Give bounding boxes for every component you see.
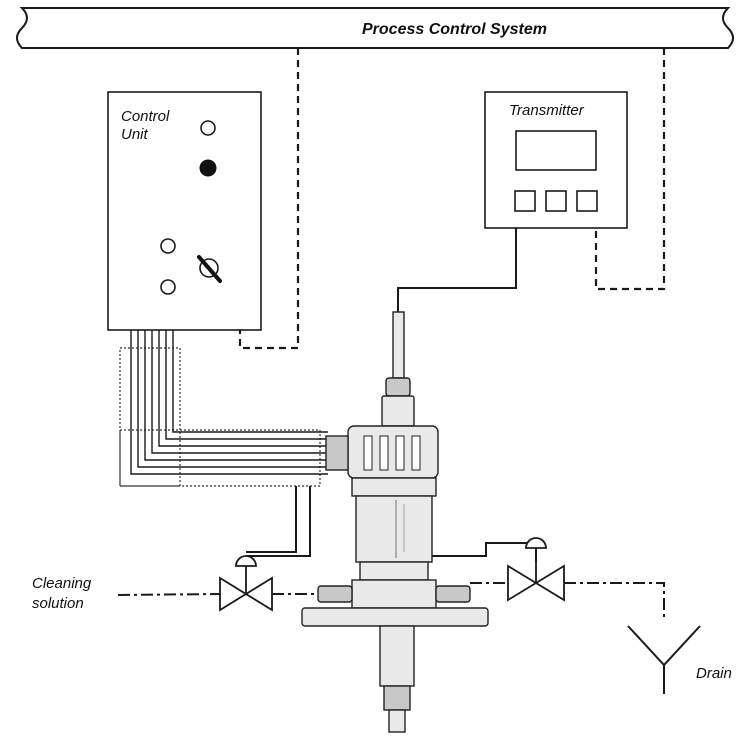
- outlet-valve-body-icon: [507, 564, 565, 602]
- control-unit: Control Unit: [107, 91, 262, 331]
- transmitter-network-line: [594, 48, 666, 291]
- process-piping: [117, 582, 665, 620]
- sensor-cable-tube: [392, 311, 405, 379]
- outlet-valve-actuator-icon: [525, 537, 547, 549]
- control-unit-box: [107, 91, 262, 331]
- transmitter-key-3: [576, 190, 598, 212]
- outlet-valve: [507, 537, 565, 602]
- inlet-valve-actuator-icon: [235, 555, 257, 567]
- control-unit-label-line2: Unit: [121, 126, 149, 143]
- sensor-cable-gland: [385, 377, 411, 397]
- sensor-body: [355, 495, 433, 563]
- sensor-housing: [351, 579, 437, 609]
- process-control-system-bus: Process Control System: [16, 7, 734, 49]
- control-cable-bundle: [119, 330, 328, 487]
- outlet-pipe-fitting: [435, 585, 471, 603]
- transmitter-label: Transmitter: [509, 102, 585, 119]
- sensor-probe: [379, 625, 415, 687]
- indicator-lamp-left-lower: [160, 279, 176, 295]
- sensor-connector: [325, 435, 349, 471]
- drain-label: Drain: [696, 665, 732, 682]
- control-unit-label-line1: Control: [121, 108, 170, 125]
- cable-bundle-outline-horizontal: [119, 429, 321, 487]
- selector-switch-icon: [197, 255, 222, 283]
- network-connections: [238, 48, 666, 350]
- transmitter-key-2: [545, 190, 567, 212]
- inlet-valve-body-icon: [219, 576, 273, 612]
- indicator-lamp-left-upper: [160, 238, 176, 254]
- cable-bundle-outline-vertical: [119, 347, 181, 487]
- inlet-label-line2: solution: [32, 595, 84, 612]
- control-unit-network-line: [238, 48, 300, 350]
- indicator-lamp-on: [199, 159, 217, 177]
- outlet-line-to-drain: [564, 582, 665, 620]
- inlet-pipe-fitting: [317, 585, 353, 603]
- bus-label: Process Control System: [362, 21, 547, 38]
- inlet-valve: [219, 555, 273, 612]
- sensor-cable: [397, 228, 517, 312]
- sensor-flange: [301, 607, 489, 627]
- transmitter: Transmitter: [484, 91, 628, 229]
- transmitter-display: [515, 130, 597, 171]
- inlet-line-to-valve: [117, 593, 221, 596]
- inlet-label-line1: Cleaning: [32, 575, 92, 592]
- drain-funnel-icon: [627, 625, 701, 694]
- transmitter-key-1: [514, 190, 536, 212]
- indicator-lamp-off: [200, 120, 216, 136]
- sensor-assembly: [301, 311, 489, 733]
- sensor-head: [347, 425, 439, 479]
